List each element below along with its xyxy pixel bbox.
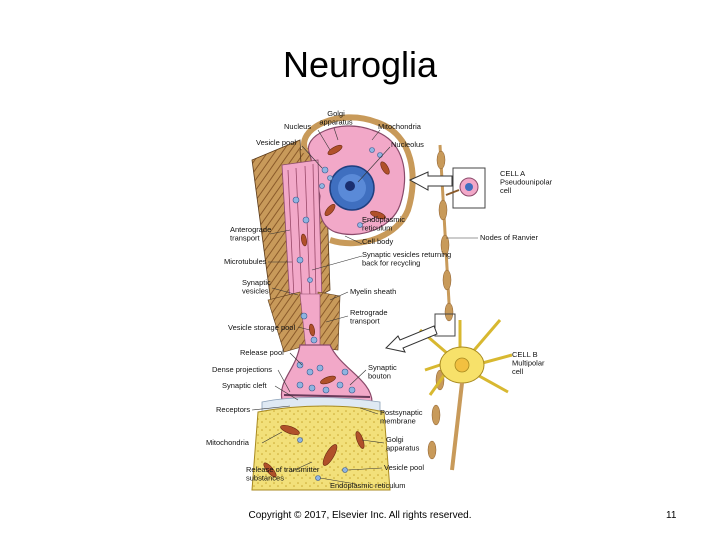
label-myelin-sheath: Myelin sheath xyxy=(350,287,396,296)
label-line: Anterograde xyxy=(230,225,271,234)
label-release-pool: Release pool xyxy=(240,348,284,357)
label-line: substances xyxy=(246,474,284,483)
label-line: Multipolar xyxy=(512,359,545,368)
label-mitochondria-bottom: Mitochondria xyxy=(206,438,250,447)
label-line: Vesicle pool xyxy=(384,463,424,472)
label-line: Vesicle pool xyxy=(256,138,296,147)
label-line: Mitochondria xyxy=(206,438,250,447)
label-nodes-ranvier: Nodes of Ranvier xyxy=(480,233,538,242)
label-vesicle-pool-bottom: Vesicle pool xyxy=(384,463,424,472)
label-line: back for recycling xyxy=(362,259,420,268)
label-line: vesicles xyxy=(242,287,269,296)
label-receptors: Receptors xyxy=(216,405,250,414)
label-line: Golgi xyxy=(386,435,404,444)
lower-axon xyxy=(267,291,341,353)
label-line: cell xyxy=(500,186,512,195)
cell-a-schematic xyxy=(408,144,486,460)
label-line: Mitochondria xyxy=(378,122,422,131)
label-line: apparatus xyxy=(319,118,353,127)
label-line: cell xyxy=(512,367,524,376)
label-line: Nucleus xyxy=(284,122,311,131)
label-line: CELL A xyxy=(500,169,525,178)
page-number: 11 xyxy=(666,510,677,521)
cell-b-multipolar xyxy=(384,313,513,471)
label-line: transport xyxy=(350,317,381,326)
label-line: Cell body xyxy=(362,237,394,246)
label-line: Release of transmitter xyxy=(246,465,320,474)
label-leaders xyxy=(251,127,478,485)
label-mitochondria-top: Mitochondria xyxy=(378,122,422,131)
label-line: Golgi xyxy=(327,109,345,118)
synaptic-bouton xyxy=(280,344,373,403)
nucleus xyxy=(329,165,375,211)
label-line: membrane xyxy=(380,417,416,426)
label-vesicle-storage-pool: Vesicle storage pool xyxy=(228,323,295,332)
label-er-bottom: Endoplasmic reticulum xyxy=(330,481,405,490)
label-line: Receptors xyxy=(216,405,250,414)
label-line: Synaptic xyxy=(368,363,397,372)
label-line: Vesicle storage pool xyxy=(228,323,295,332)
label-line: Endoplasmic xyxy=(362,215,405,224)
label-microtubules: Microtubules xyxy=(224,257,267,266)
label-nucleolus: Nucleolus xyxy=(391,140,424,149)
label-line: Pseudounipolar xyxy=(500,178,553,187)
label-line: CELL B xyxy=(512,350,538,359)
label-line: transport xyxy=(230,234,261,243)
label-line: Myelin sheath xyxy=(350,287,396,296)
label-line: Release pool xyxy=(240,348,284,357)
label-dense-projections: Dense projections xyxy=(212,365,272,374)
slide-title: Neuroglia xyxy=(282,44,438,85)
label-cell-body: Cell body xyxy=(362,237,394,246)
label-line: Microtubules xyxy=(224,257,267,266)
vesicle-marks xyxy=(292,147,383,481)
mitochondria-marks xyxy=(263,144,390,478)
label-line: bouton xyxy=(368,372,391,381)
label-line: Synaptic xyxy=(242,278,271,287)
label-vesicle-pool-top: Vesicle pool xyxy=(256,138,296,147)
label-line: Endoplasmic reticulum xyxy=(330,481,405,490)
label-synaptic-cleft: Synaptic cleft xyxy=(222,381,268,390)
label-line: Retrograde xyxy=(350,308,388,317)
label-line: apparatus xyxy=(386,444,420,453)
label-line: Dense projections xyxy=(212,365,272,374)
label-nucleus: Nucleus xyxy=(284,122,311,131)
label-line: Postsynaptic xyxy=(380,408,423,417)
label-line: Nodes of Ranvier xyxy=(480,233,538,242)
label-line: reticulum xyxy=(362,224,392,233)
label-line: Nucleolus xyxy=(391,140,424,149)
label-line: Synaptic cleft xyxy=(222,381,268,390)
copyright-notice: Copyright © 2017, Elsevier Inc. All righ… xyxy=(248,510,472,521)
label-line: Synaptic vesicles returning xyxy=(362,250,451,259)
